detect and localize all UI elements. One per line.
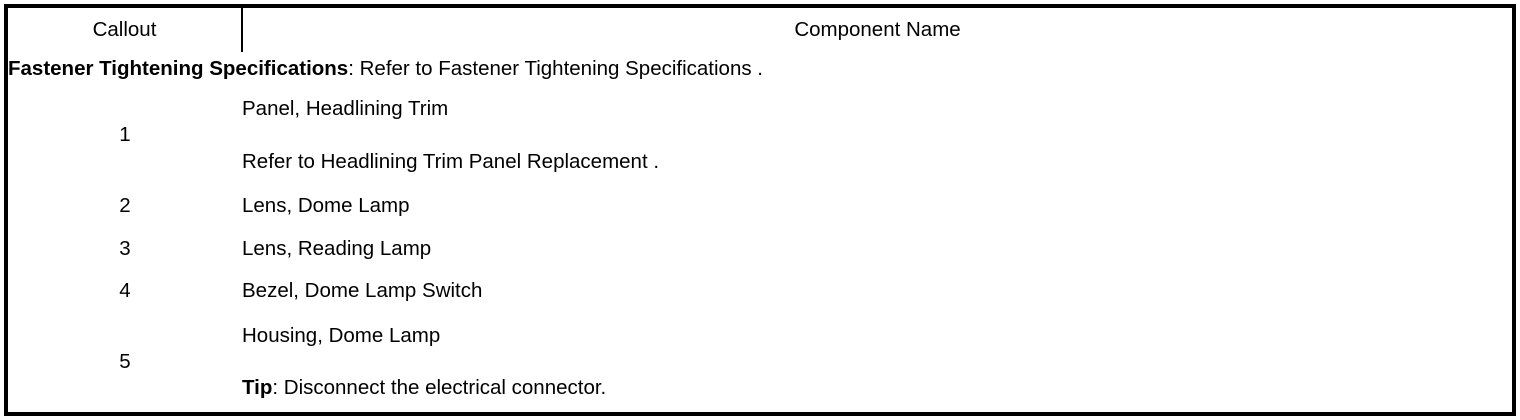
component-callout-table: Callout Component Name Fastener Tighteni… bbox=[8, 8, 1512, 412]
component-name-line: Lens, Reading Lamp bbox=[242, 236, 432, 260]
component-name-cell: Bezel, Dome Lamp Switch bbox=[242, 270, 1512, 313]
table-row: 2 Lens, Dome Lamp bbox=[8, 185, 1512, 228]
component-name-line: Lens, Dome Lamp bbox=[242, 194, 410, 218]
component-name-cell: Lens, Dome Lamp bbox=[242, 185, 1512, 228]
table-row: 1 Panel, Headlining Trim Refer to Headli… bbox=[8, 86, 1512, 185]
callout-number: 3 bbox=[119, 236, 131, 260]
callout-number: 4 bbox=[119, 279, 131, 303]
table-row: 3 Lens, Reading Lamp bbox=[8, 228, 1512, 271]
callout-number: 1 bbox=[119, 123, 131, 147]
parts-table-container: Callout Component Name Fastener Tighteni… bbox=[4, 4, 1516, 416]
component-name-cell: Housing, Dome Lamp Tip: Disconnect the e… bbox=[242, 313, 1512, 412]
callout-number: 2 bbox=[119, 194, 131, 218]
component-tip-line: Tip: Disconnect the electrical connector… bbox=[242, 375, 1512, 401]
table-row: 4 Bezel, Dome Lamp Switch bbox=[8, 270, 1512, 313]
tip-label: Tip bbox=[242, 376, 273, 400]
component-name-line: Panel, Headlining Trim bbox=[242, 97, 449, 121]
fastener-spec-cell: Fastener Tightening Specifications: Refe… bbox=[8, 52, 1512, 86]
component-name-cell: Lens, Reading Lamp bbox=[242, 228, 1512, 271]
table-header-row: Callout Component Name bbox=[8, 8, 1512, 52]
callout-number: 5 bbox=[119, 350, 131, 374]
table-body: Callout Component Name Fastener Tighteni… bbox=[8, 8, 1512, 412]
fastener-spec-row: Fastener Tightening Specifications: Refe… bbox=[8, 52, 1512, 86]
component-name-line: Bezel, Dome Lamp Switch bbox=[242, 279, 483, 303]
component-reference-line: Refer to Headlining Trim Panel Replaceme… bbox=[242, 149, 660, 173]
table-row: 5 Housing, Dome Lamp Tip: Disconnect the… bbox=[8, 313, 1512, 412]
column-header-callout: Callout bbox=[8, 8, 243, 52]
fastener-spec-text: : Refer to Fastener Tightening Specifica… bbox=[348, 56, 763, 80]
component-name-line: Housing, Dome Lamp bbox=[242, 324, 441, 348]
tip-text: : Disconnect the electrical connector. bbox=[272, 376, 607, 400]
column-header-component-name: Component Name bbox=[794, 17, 961, 41]
component-name-cell: Panel, Headlining Trim Refer to Headlini… bbox=[242, 86, 1512, 185]
fastener-spec-label: Fastener Tightening Specifications bbox=[8, 56, 349, 80]
